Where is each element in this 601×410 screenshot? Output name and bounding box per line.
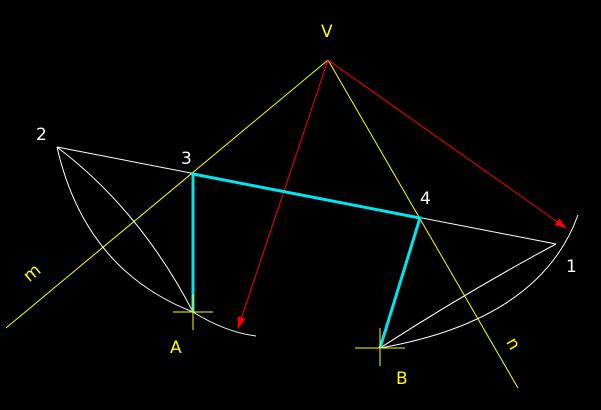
point-A-marker — [173, 294, 213, 330]
label-2: 2 — [36, 125, 47, 145]
arrow-V-1 — [327, 59, 567, 229]
arc-B-1-outer — [379, 214, 579, 349]
arrow-V-A — [237, 59, 329, 329]
label-B: B — [396, 369, 408, 389]
arc-2-A-inner — [56, 146, 194, 313]
result-polyline — [191, 172, 422, 349]
arc-A-tail — [192, 311, 257, 337]
label-4: 4 — [420, 189, 431, 209]
label-1: 1 — [566, 257, 577, 277]
point-B-marker — [355, 328, 405, 366]
label-n: n — [501, 334, 524, 353]
label-A: A — [170, 338, 182, 358]
line-n — [327, 59, 519, 389]
line-m — [5, 59, 329, 329]
arc-B-1-inner — [379, 243, 557, 349]
label-V: V — [321, 22, 333, 42]
arc-2-A-outer — [56, 146, 194, 313]
label-m: m — [20, 260, 46, 286]
label-3: 3 — [181, 149, 192, 169]
